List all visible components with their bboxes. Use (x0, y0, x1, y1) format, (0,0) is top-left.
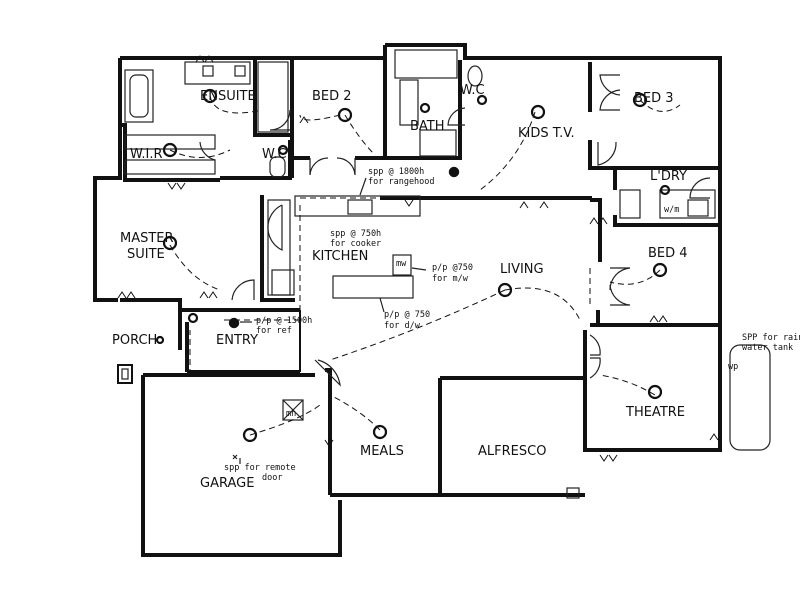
room-kids-tv: KIDS T.V. (518, 126, 575, 141)
note-rain-1: SPP for rain (742, 333, 800, 343)
note-ref-1: p/p @ 1500h (256, 316, 312, 326)
room-labels: ENSUITE BED 2 W.C BATH KIDS T.V. BED 3 W… (112, 83, 688, 491)
room-kitchen: KITCHEN (312, 249, 368, 264)
room-bed3: BED 3 (634, 91, 674, 106)
light-wir (162, 142, 178, 158)
light-theatre (647, 384, 663, 400)
note-cooker-1: spp @ 750h (330, 229, 381, 239)
room-living: LIVING (500, 262, 544, 277)
light-entry (187, 312, 199, 324)
exhaust-fan-entry (228, 317, 240, 329)
light-kids-tv (530, 104, 546, 120)
light-bed4 (652, 262, 668, 278)
room-master-line1: MASTER (120, 231, 174, 246)
fixtures (117, 49, 771, 499)
doors (199, 74, 711, 387)
light-master (162, 235, 178, 251)
note-leaders (232, 177, 427, 464)
room-wir: W.I.R (130, 147, 163, 162)
note-mw-box: mw (396, 259, 407, 269)
room-bed4: BED 4 (648, 246, 688, 261)
light-garage (242, 427, 258, 443)
electrical-notes: spp @ 1800h for rangehood spp @ 750h for… (224, 167, 800, 483)
note-cooker-2: for cooker (330, 239, 381, 249)
wiring (169, 95, 681, 496)
room-wc-mid: W.C (262, 147, 287, 162)
gpo-markers (117, 55, 719, 462)
note-mw-2: for m/w (432, 274, 469, 284)
exhaust-fans (228, 166, 460, 329)
light-bath (419, 102, 431, 114)
note-mw-1: p/p @750 (432, 263, 473, 273)
ceiling-lights (155, 88, 671, 443)
note-rangehood-1: spp @ 1800h (368, 167, 424, 177)
note-dw-2: for d/w (384, 321, 421, 331)
light-wc-top (476, 94, 488, 106)
note-wm: w/m (664, 205, 679, 215)
room-alfresco: ALFRESCO (478, 444, 546, 459)
light-wc-mid (277, 144, 289, 156)
note-rangehood-2: for rangehood (368, 177, 435, 187)
room-theatre: THEATRE (625, 405, 685, 420)
room-bed2: BED 2 (312, 89, 352, 104)
light-bed3 (632, 92, 648, 108)
exhaust-fan-bath (448, 166, 460, 178)
room-master-line2: SUITE (127, 247, 165, 262)
room-meals: MEALS (360, 444, 404, 459)
note-remote-1: spp for remote (224, 463, 296, 473)
room-ensuite: ENSUITE (200, 89, 256, 104)
light-living (497, 282, 513, 298)
room-ldry: L'DRY (650, 169, 687, 184)
light-meals (372, 424, 388, 440)
room-garage: GARAGE (200, 476, 254, 491)
note-dw-1: p/p @ 750 (384, 310, 430, 320)
note-wp: wp (728, 362, 738, 372)
note-remote-2: door (262, 473, 282, 483)
note-ref-2: for ref (256, 326, 292, 336)
light-ldry (659, 184, 671, 196)
room-wc-top: W.C (460, 83, 485, 98)
light-ensuite (202, 88, 218, 104)
light-porch (155, 335, 165, 345)
note-rain-2: water tank (742, 343, 793, 353)
note-mh: mh (286, 409, 296, 419)
light-bed2 (337, 107, 353, 123)
room-entry: ENTRY (216, 333, 258, 348)
walls (93, 43, 722, 557)
room-porch: PORCH (112, 333, 157, 348)
room-bath: BATH (410, 119, 445, 134)
